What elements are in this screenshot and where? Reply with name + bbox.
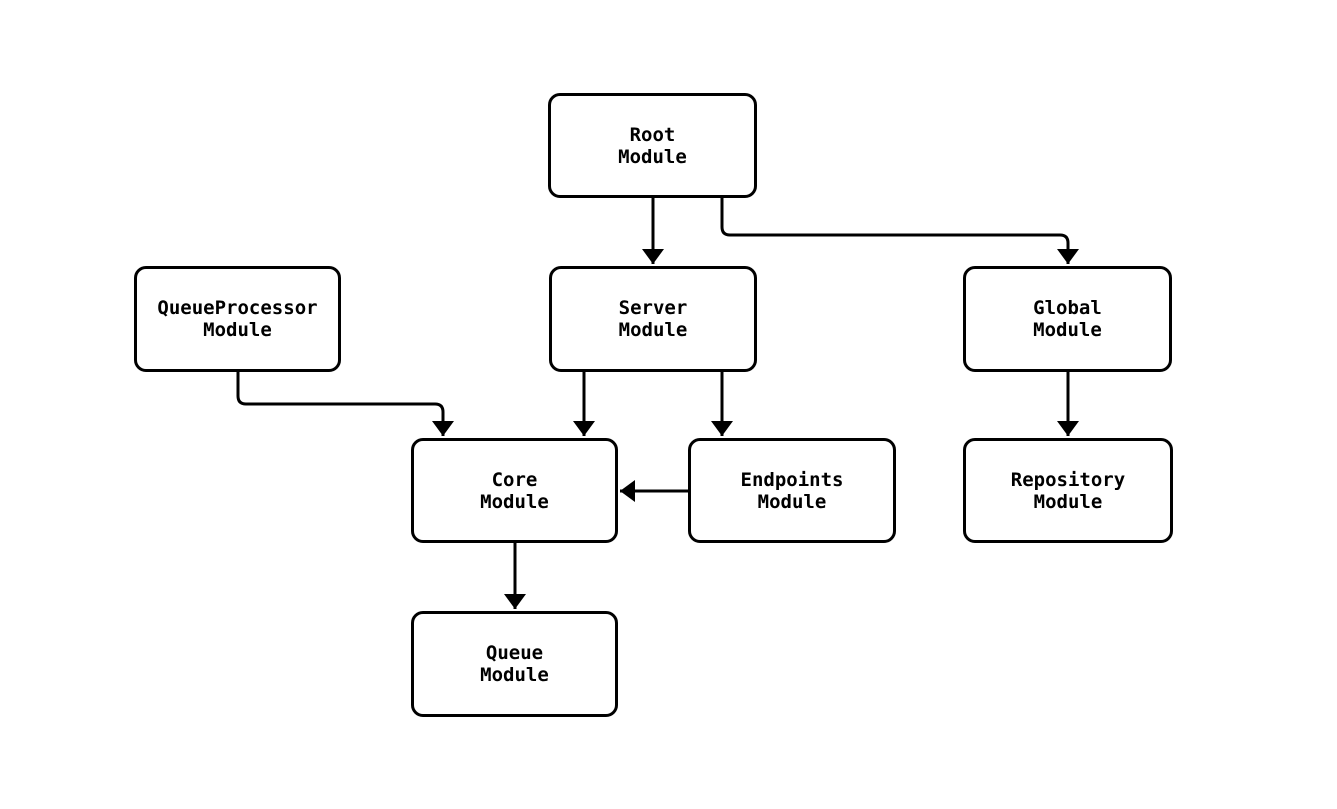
node-label: Core [491,468,538,491]
node-label: Root [629,123,676,146]
node-queue-module: Queue Module [411,611,618,717]
node-endpoints-module: Endpoints Module [688,438,896,543]
node-label: Module [480,490,549,513]
node-label: Module [618,319,688,341]
node-label: QueueProcessor [157,297,318,319]
node-label: Endpoints [740,468,844,491]
node-label: Module [480,664,549,686]
edge-root-to-global [720,198,1079,264]
node-global-module: Global Module [963,266,1172,372]
node-queueprocessor-module: QueueProcessor Module [134,266,341,372]
node-label: Server [618,297,688,319]
node-label: Module [757,490,827,513]
node-label: Module [1033,490,1103,513]
node-label: Module [618,145,687,168]
node-label: Global [1033,297,1102,319]
node-label: Queue [485,642,544,664]
node-server-module: Server Module [549,266,757,372]
node-label: Module [203,319,272,341]
node-repository-module: Repository Module [963,438,1173,543]
node-label: Module [1033,319,1102,341]
node-core-module: Core Module [411,438,618,543]
node-label: Repository [1010,468,1126,491]
node-root-module: Root Module [548,93,757,198]
edge-queueprocessor-to-core [236,372,454,436]
